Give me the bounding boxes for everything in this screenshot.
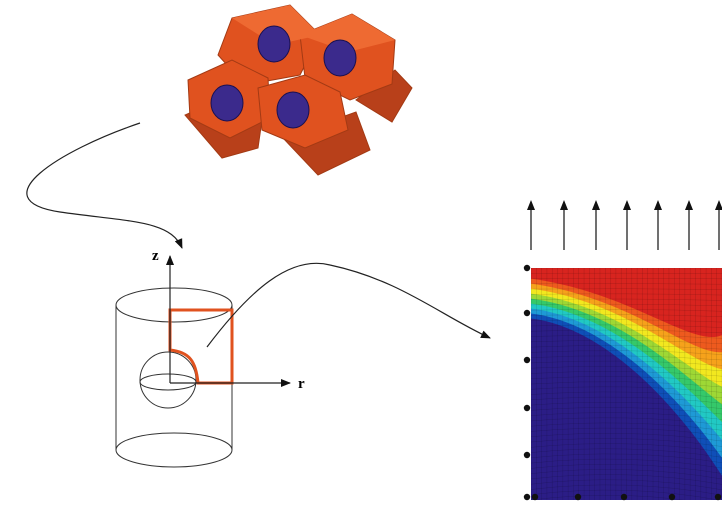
mesh-line [531, 448, 722, 458]
bc-dot-left [523, 404, 531, 412]
mesh-line [531, 407, 722, 415]
bc-dot-left [523, 356, 531, 364]
mesh-line [531, 433, 722, 442]
load-arrow-head [623, 200, 631, 210]
mesh-line [531, 422, 722, 431]
mesh-line [531, 298, 722, 301]
load-arrow-head [685, 200, 693, 210]
mesh-line [531, 381, 722, 388]
contour-band [531, 268, 722, 337]
z-axis-label: z [152, 248, 159, 264]
mesh-line [531, 334, 722, 339]
mesh-line [531, 453, 722, 463]
mesh-line [531, 283, 722, 285]
cylinder-bottom-ellipse [115, 432, 233, 468]
mesh-line [531, 376, 722, 382]
load-arrow-head [715, 200, 722, 210]
mesh-line [531, 329, 722, 334]
mesh-line [531, 355, 722, 361]
mesh-line [531, 458, 722, 469]
mesh-line [531, 484, 722, 496]
mesh-line [531, 345, 722, 350]
connector-arrow-hex-to-cell [26, 122, 183, 249]
mesh-line [531, 396, 722, 404]
contour-plot [531, 268, 722, 500]
mesh-line [531, 324, 722, 328]
bc-dot-bottom [668, 493, 676, 501]
hexagonal-fiber-array [184, 4, 413, 176]
bc-dot-bottom [531, 493, 539, 501]
fiber-circle [257, 25, 291, 63]
boundary-condition-dots [523, 264, 722, 501]
sphere-equator [139, 373, 197, 391]
load-arrow-head [592, 200, 600, 210]
mesh-line [531, 479, 722, 491]
mesh-line [531, 386, 722, 393]
load-arrow-head [527, 200, 535, 210]
mesh-line [531, 417, 722, 426]
mesh-line [531, 443, 722, 453]
mesh-line [531, 314, 722, 317]
load-arrows [527, 200, 722, 250]
mesh-line [531, 340, 722, 344]
connector-arrow-cell-to-contour [206, 262, 491, 348]
r-axis-label: r [298, 376, 305, 392]
bc-dot-left [523, 451, 531, 459]
bc-dot-left [523, 493, 531, 501]
mesh-line [531, 402, 722, 409]
mesh-line [531, 365, 722, 372]
mesh-line [531, 288, 722, 290]
bc-dot-left [523, 309, 531, 317]
contour-mesh [531, 268, 722, 500]
mesh-line [531, 412, 722, 420]
hex-top-face [300, 14, 395, 52]
load-arrow-head [654, 200, 662, 210]
mesh-line [531, 489, 721, 500]
inner-fiber-sphere [139, 351, 197, 409]
cylinder-top-ellipse [115, 287, 233, 323]
unit-cell-cylinder [115, 287, 233, 468]
mesh-line [531, 427, 722, 436]
mesh-line [531, 309, 722, 312]
mesh-line [531, 319, 722, 323]
mesh-line [531, 303, 722, 307]
fiber-circle [276, 91, 310, 129]
mesh-line [531, 371, 722, 377]
mesh-line [531, 469, 722, 480]
bc-dot-left [523, 264, 531, 272]
hex-top-face [232, 5, 320, 45]
mesh-line [531, 360, 722, 366]
fiber-circle [210, 84, 244, 122]
load-arrow-head [560, 200, 568, 210]
mesh-line [531, 438, 722, 447]
mesh-line [531, 463, 722, 474]
bc-dot-bottom [620, 493, 628, 501]
bc-dot-bottom [714, 493, 722, 501]
mesh-line [531, 474, 722, 485]
fiber-circle [323, 39, 357, 77]
quarter-cell-outline [168, 308, 234, 385]
mesh-line [531, 293, 722, 296]
contour-bands [531, 268, 722, 500]
mesh-line [531, 391, 722, 399]
bc-dot-bottom [574, 493, 582, 501]
mesh-line [531, 350, 722, 355]
